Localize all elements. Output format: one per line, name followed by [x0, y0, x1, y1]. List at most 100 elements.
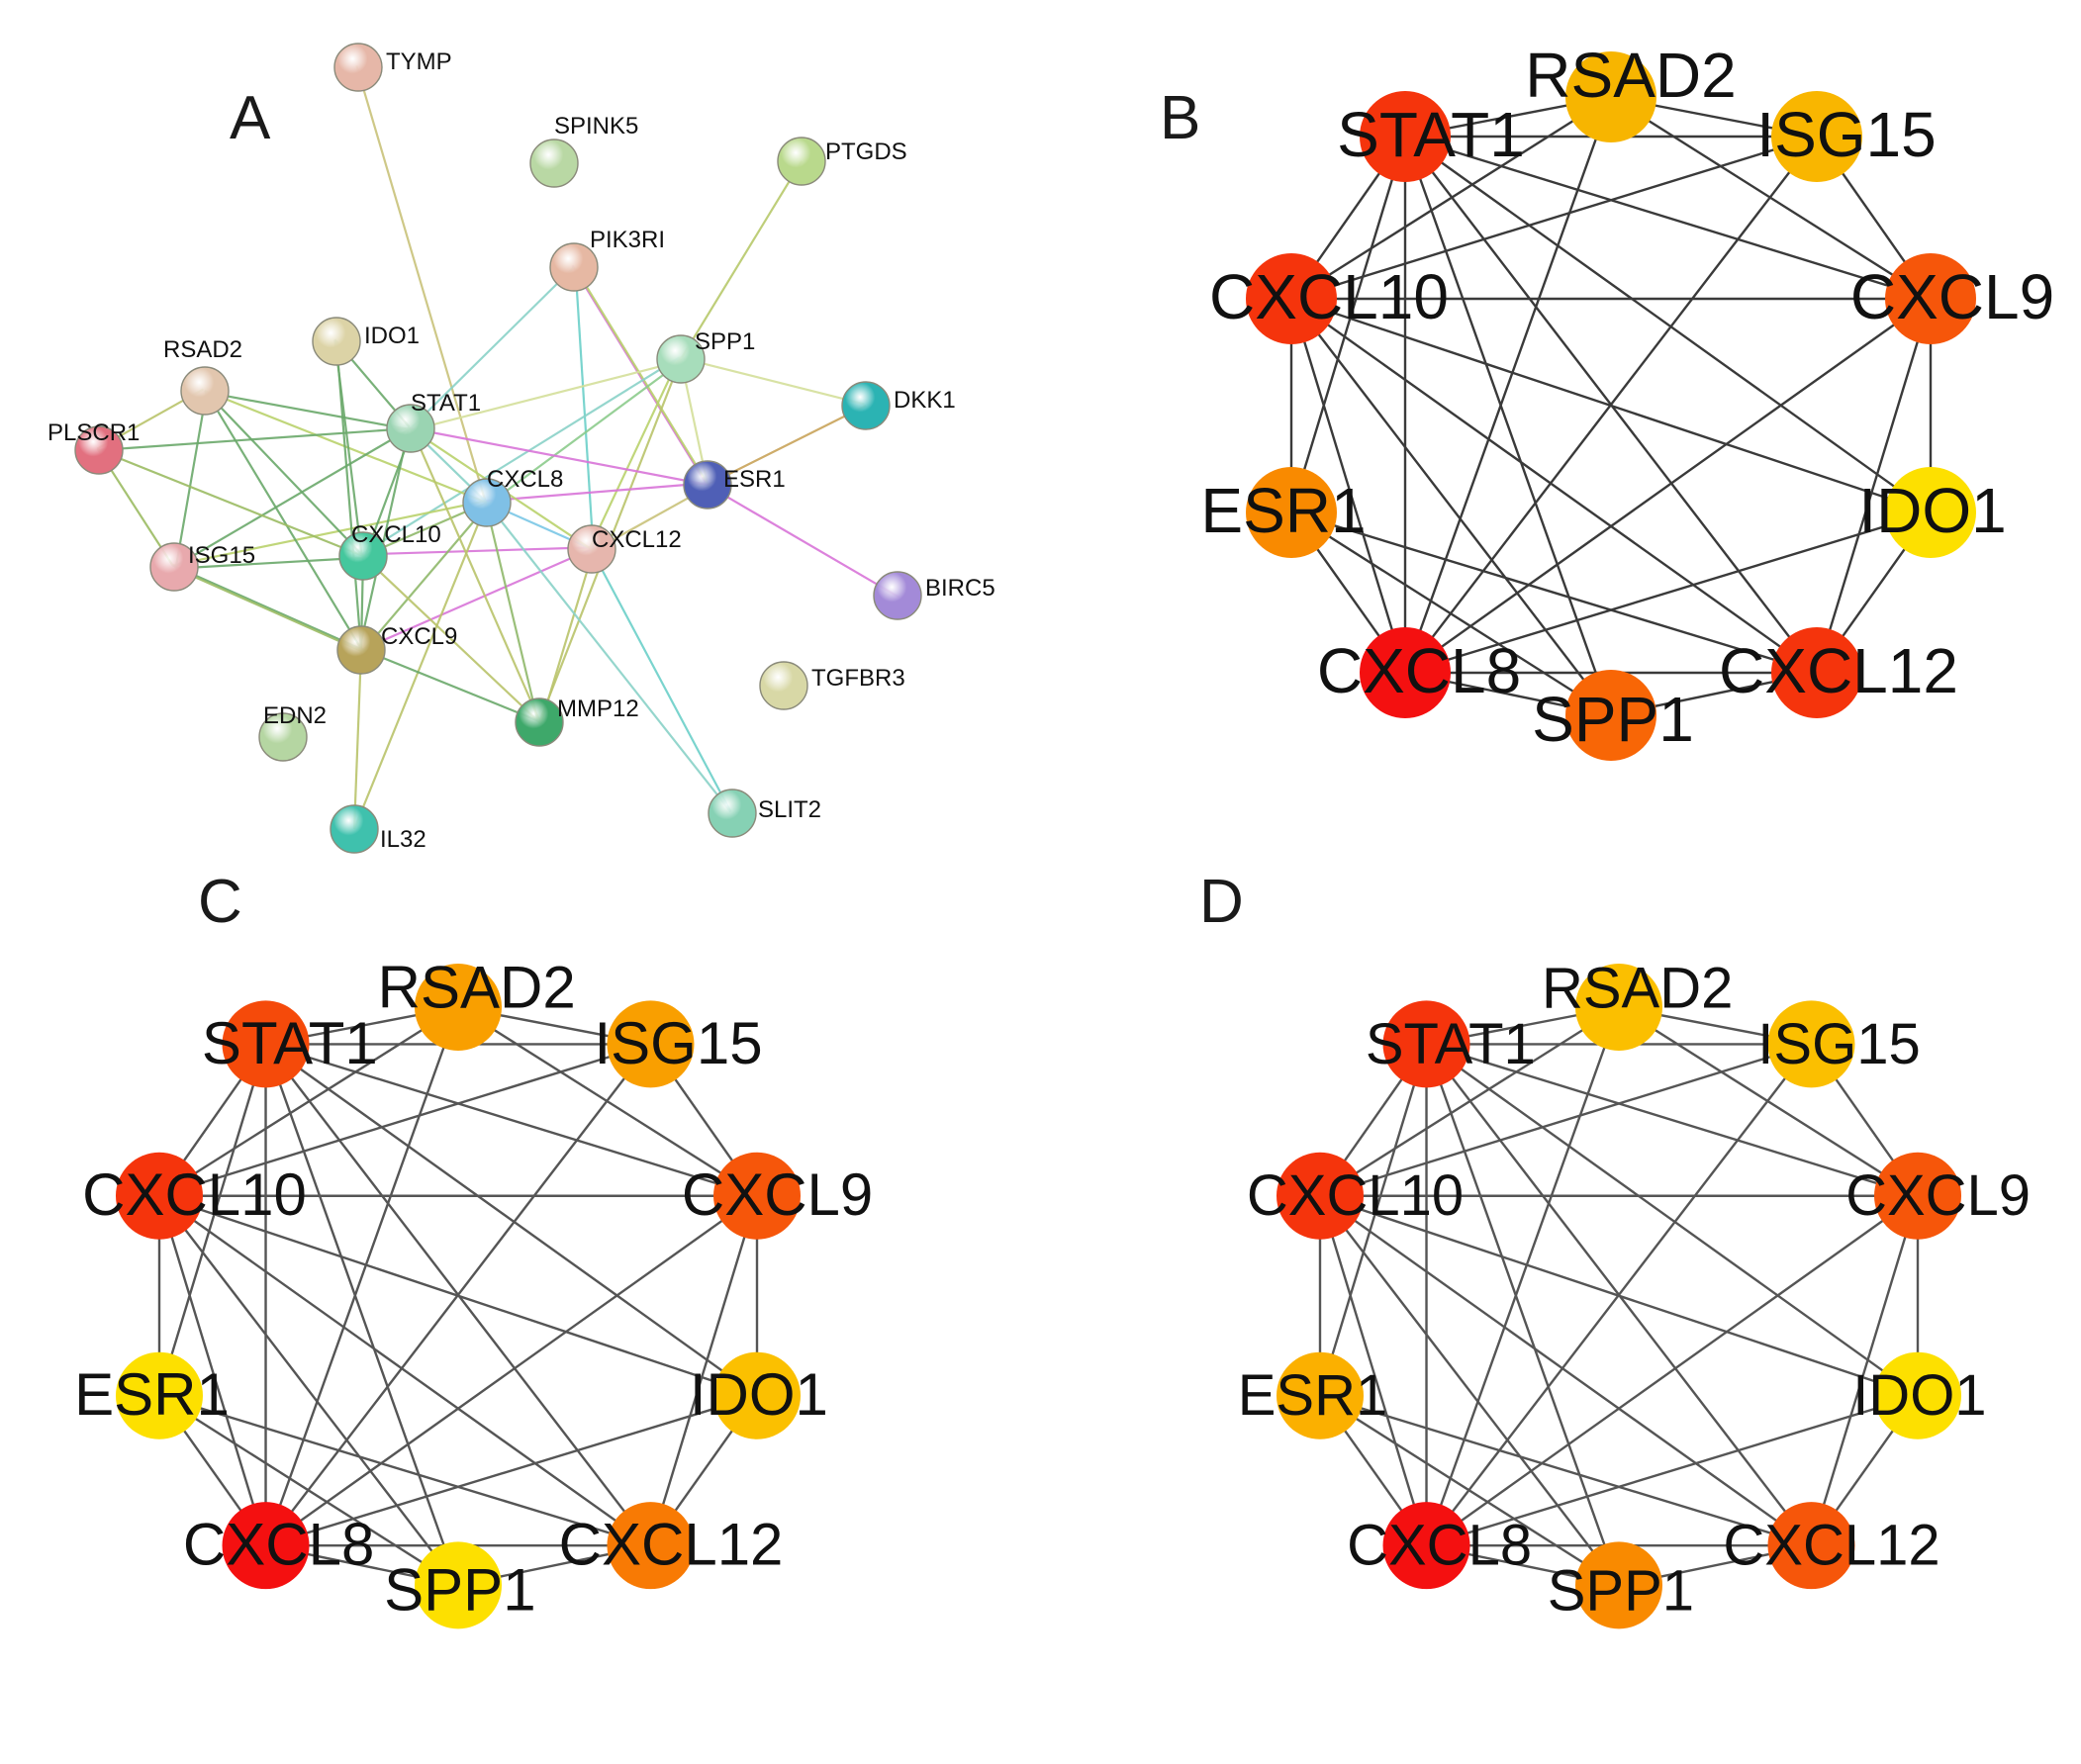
panel-d-node-label: SPP1	[1548, 1558, 1694, 1623]
panel-d-node-circle	[1575, 1541, 1662, 1629]
panel-c-edge-cxcl9-cxcl12	[649, 1195, 759, 1546]
panel-c-node-label: CXCL10	[82, 1161, 307, 1228]
panel-a-edge-spp1-cxcl10	[360, 356, 680, 556]
panel-c-edge-stat1-cxcl9	[265, 1043, 758, 1197]
panel-a-node-circle	[180, 366, 230, 416]
panel-b-edge-stat1-esr1	[1289, 136, 1407, 513]
panel-a-node-circle	[777, 137, 826, 186]
panel-a-edge-esr1-cxcl8	[485, 482, 707, 503]
panel-a-node-spp1: SPP1	[656, 328, 755, 384]
panel-a-node-plscr1: PLSCR1	[47, 419, 140, 475]
panel-a-edge-stat1-cxcl9	[358, 426, 411, 649]
panel-c-node-circle	[222, 1000, 310, 1088]
panel-a-node-ptgds: PTGDS	[777, 137, 907, 186]
panel-a-edge-cxcl12-cxcl9	[360, 547, 593, 652]
panel-d-edge-cxcl10-spp1	[1319, 1195, 1620, 1587]
panel-d-node-label: CXCL8	[1347, 1514, 1532, 1578]
panel-b-node-label: ESR1	[1200, 475, 1366, 546]
panel-d-node-circle	[1874, 1152, 1962, 1240]
panel-a-node-label: IL32	[380, 826, 426, 853]
panel-b-node-circle	[1360, 91, 1451, 182]
panel-d-node-circle	[1276, 1152, 1364, 1240]
panel-c-node-label: RSAD2	[378, 955, 576, 1021]
panel-d-node-circle	[1767, 1502, 1855, 1590]
panel-a-node-label: ISG15	[188, 542, 255, 569]
panel-a-edge-dkk1-esr1	[707, 405, 867, 486]
panel-a-node-circle	[336, 625, 386, 675]
panel-c-edge-isg15-cxcl10	[158, 1043, 651, 1197]
panel-a-edge-stat1-plscr1	[98, 426, 412, 452]
panel-b-node-circle	[1360, 627, 1451, 718]
panel-a-node-circle	[841, 381, 891, 430]
panel-d-edge-rsad2-cxcl8	[1425, 1006, 1621, 1546]
panel-c-node-esr1: ESR1	[74, 1351, 230, 1439]
panel-d-node-cxcl9: CXCL9	[1845, 1152, 2031, 1240]
panel-a-node-label: CXCL9	[381, 623, 457, 650]
panel-c-edge-cxcl10-ido1	[158, 1194, 758, 1397]
panel-b-edge-cxcl9-cxcl8	[1404, 298, 1932, 674]
panel-d-edges	[1318, 1005, 1920, 1587]
panel-b-node-cxcl10: CXCL10	[1209, 253, 1449, 344]
panel-c-node-ido1: IDO1	[690, 1351, 828, 1439]
panel-a-node-circle	[549, 242, 599, 292]
panel-c-node-cxcl8: CXCL8	[183, 1502, 374, 1590]
panel-b-edge-cxcl10-spp1	[1290, 298, 1612, 716]
panel-b-node-label: RSAD2	[1525, 40, 1736, 111]
panel-a-edge-cxcl8-mmp12	[484, 501, 539, 721]
panel-c-node-label: ISG15	[594, 1010, 762, 1076]
panel-c-letter: C	[198, 868, 242, 936]
panel-c-node-spp1: SPP1	[384, 1541, 536, 1629]
panel-a-node-isg15: ISG15	[149, 542, 255, 592]
panel-b-node-label: CXCL12	[1719, 635, 1958, 706]
panel-a-node-circle	[149, 542, 199, 592]
panel-c-edge-stat1-spp1	[264, 1043, 460, 1586]
panel-a-node-circle	[683, 460, 732, 510]
panel-b-node-circle	[1565, 670, 1656, 761]
panel-d-edge-cxcl10-cxcl8	[1318, 1195, 1428, 1546]
panel-a-node-circle	[333, 43, 383, 92]
panel-b-edge-cxcl10-cxcl8	[1289, 298, 1407, 674]
panel-b-node-label: CXCL8	[1317, 635, 1521, 706]
panel-a-node-tgfbr3: TGFBR3	[759, 661, 905, 710]
panel-a-edge-cxcl9-isg15	[175, 567, 364, 653]
panel-a-edge-pik3ri-esr1	[574, 268, 710, 488]
panel-a-node-label: IDO1	[364, 323, 420, 349]
panel-c-edge-cxcl10-spp1	[158, 1195, 459, 1587]
panel-b-edge-esr1-cxcl12	[1290, 511, 1818, 675]
panel-a-node-circle	[258, 712, 308, 762]
panel-a-node-label: CXCL12	[592, 526, 682, 553]
panel-b-edge-stat1-spp1	[1403, 136, 1613, 716]
panel-b-node-isg15: ISG15	[1756, 91, 1937, 182]
panel-b-node-label: CXCL10	[1209, 261, 1449, 332]
panel-b-edge-esr1-spp1	[1290, 511, 1612, 717]
panel-a-node-label: SPINK5	[554, 113, 638, 139]
panel-a-edge-spp1-dkk1	[679, 356, 865, 406]
panel-a-node-circle	[759, 661, 808, 710]
panel-a-edge-pik3ri-cxcl12	[574, 268, 595, 551]
panel-a-node-stat1: STAT1	[386, 390, 481, 453]
panel-d-node-circle	[1767, 1000, 1855, 1088]
panel-a-node-label: ESR1	[723, 466, 786, 493]
panel-d-edge-isg15-cxcl10	[1319, 1043, 1812, 1197]
panel-c-edge-rsad2-cxcl8	[264, 1006, 460, 1546]
panel-d-node-label: ESR1	[1238, 1363, 1388, 1428]
panel-c-node-circle	[713, 1351, 802, 1439]
panel-c-node-label: IDO1	[690, 1361, 828, 1428]
panel-a-edge-cxcl8-il32	[352, 502, 489, 830]
panel-a-node-label: RSAD2	[163, 336, 242, 363]
panel-a-edge-stat1-mmp12	[411, 429, 542, 725]
panel-a-edge-isg15-cxcl9	[171, 564, 360, 650]
panel-b-node-label: STAT1	[1337, 99, 1525, 170]
panel-d-node-label: ISG15	[1757, 1012, 1920, 1076]
panel-a-node-label: SPP1	[695, 328, 755, 355]
panel-b-edge-cxcl10-cxcl12	[1290, 298, 1818, 674]
panel-c-node-rsad2: RSAD2	[378, 955, 576, 1051]
panel-b-edge-stat1-cxcl9	[1404, 135, 1932, 301]
panel-a-node-circle	[312, 317, 361, 366]
panel-d-node-circle	[1382, 1000, 1470, 1088]
panel-a-edge-spp1-cxcl12	[589, 356, 681, 548]
